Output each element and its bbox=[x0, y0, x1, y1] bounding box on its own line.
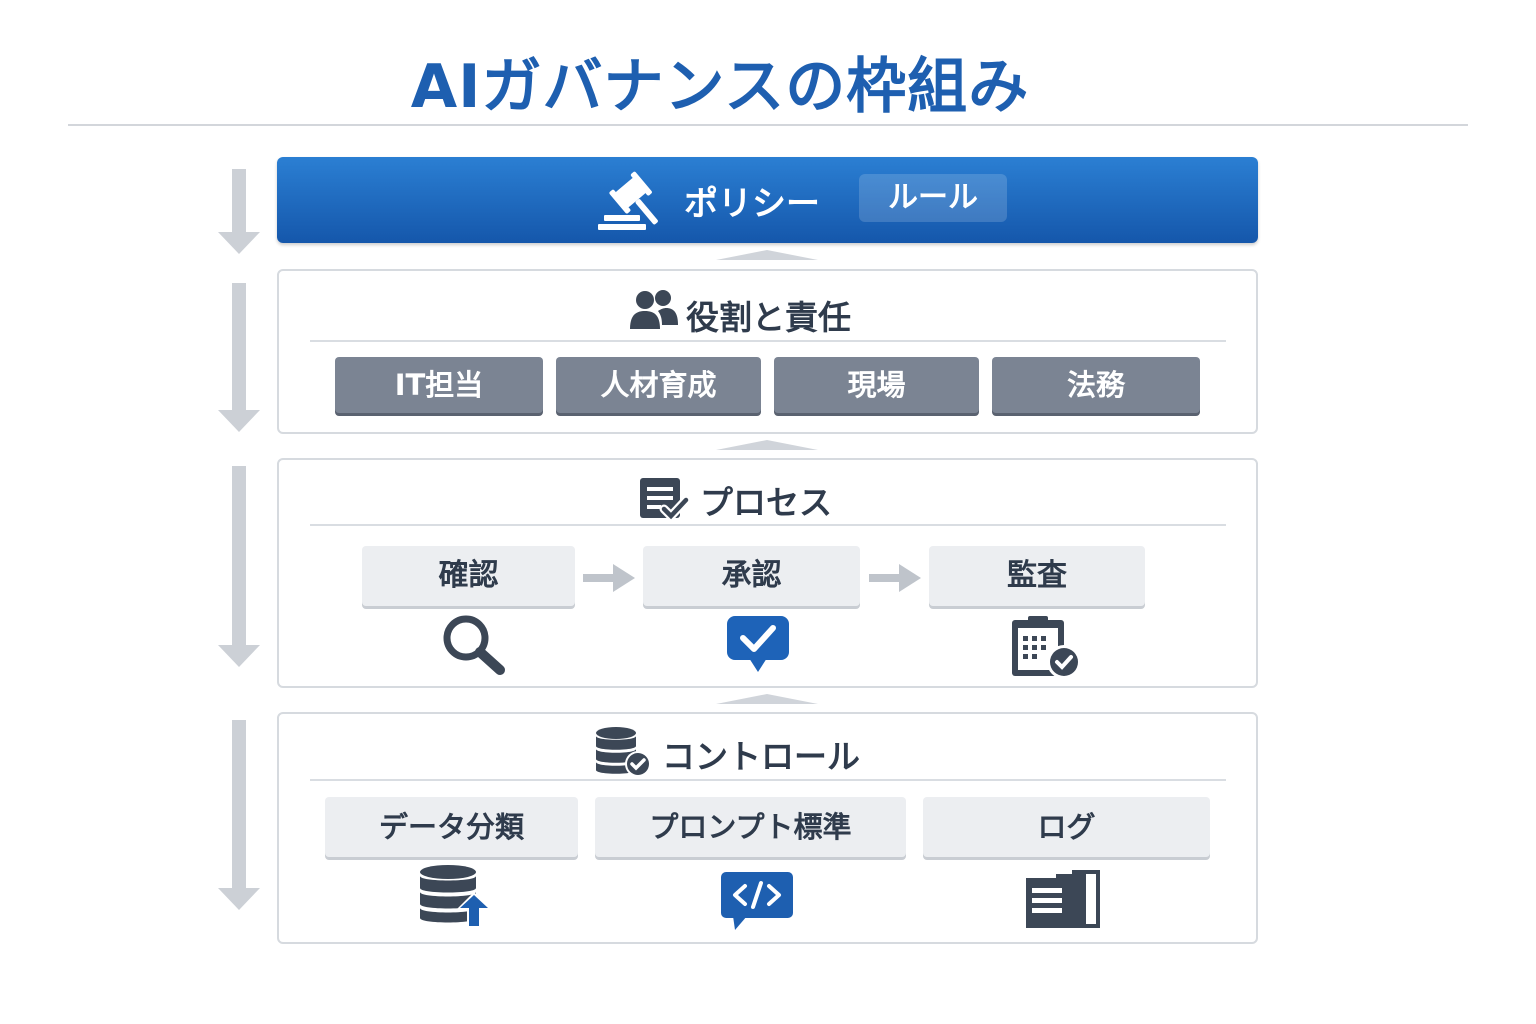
audit-clipboard-icon bbox=[1012, 616, 1081, 679]
up-chevron bbox=[716, 694, 818, 704]
code-bubble-icon bbox=[721, 872, 793, 930]
checklist-icon bbox=[640, 478, 690, 522]
log-documents-icon bbox=[1026, 870, 1100, 928]
role-chip-hr: 人材育成 bbox=[556, 357, 761, 413]
section-divider bbox=[310, 779, 1226, 781]
step-review: 確認 bbox=[362, 546, 575, 606]
step-approval: 承認 bbox=[643, 546, 860, 606]
title-divider bbox=[68, 124, 1468, 126]
role-chip-field: 現場 bbox=[774, 357, 979, 413]
policy-label: ポリシー bbox=[684, 184, 820, 224]
up-chevron bbox=[716, 250, 818, 260]
database-upload-icon bbox=[420, 865, 492, 928]
control-data-classification: データ分類 bbox=[325, 797, 578, 857]
role-chip-it: IT担当 bbox=[335, 357, 543, 413]
gavel-icon bbox=[598, 171, 658, 230]
flow-down-arrow bbox=[218, 283, 260, 432]
step-arrow-icon bbox=[583, 564, 635, 592]
policy-banner bbox=[277, 157, 1258, 243]
control-log: ログ bbox=[923, 797, 1210, 857]
magnifier-icon bbox=[443, 615, 505, 675]
section-divider bbox=[310, 340, 1226, 342]
page-title: AIガバナンスの枠組み bbox=[410, 52, 1030, 122]
up-chevron bbox=[716, 440, 818, 450]
step-audit: 監査 bbox=[929, 546, 1145, 606]
flow-down-arrow bbox=[218, 466, 260, 667]
people-icon bbox=[630, 290, 678, 329]
section-divider bbox=[310, 524, 1226, 526]
flow-down-arrow bbox=[218, 169, 260, 254]
control-heading: コントロール bbox=[662, 737, 860, 776]
flow-down-arrow bbox=[218, 720, 260, 910]
control-prompt-standard: プロンプト標準 bbox=[595, 797, 906, 857]
role-chip-legal: 法務 bbox=[992, 357, 1200, 413]
step-arrow-icon bbox=[869, 564, 921, 592]
rule-chip: ルール bbox=[859, 174, 1007, 222]
approval-check-icon bbox=[727, 616, 789, 672]
roles-heading: 役割と責任 bbox=[686, 298, 851, 337]
database-check-icon bbox=[596, 727, 651, 777]
process-heading: プロセス bbox=[700, 483, 832, 522]
